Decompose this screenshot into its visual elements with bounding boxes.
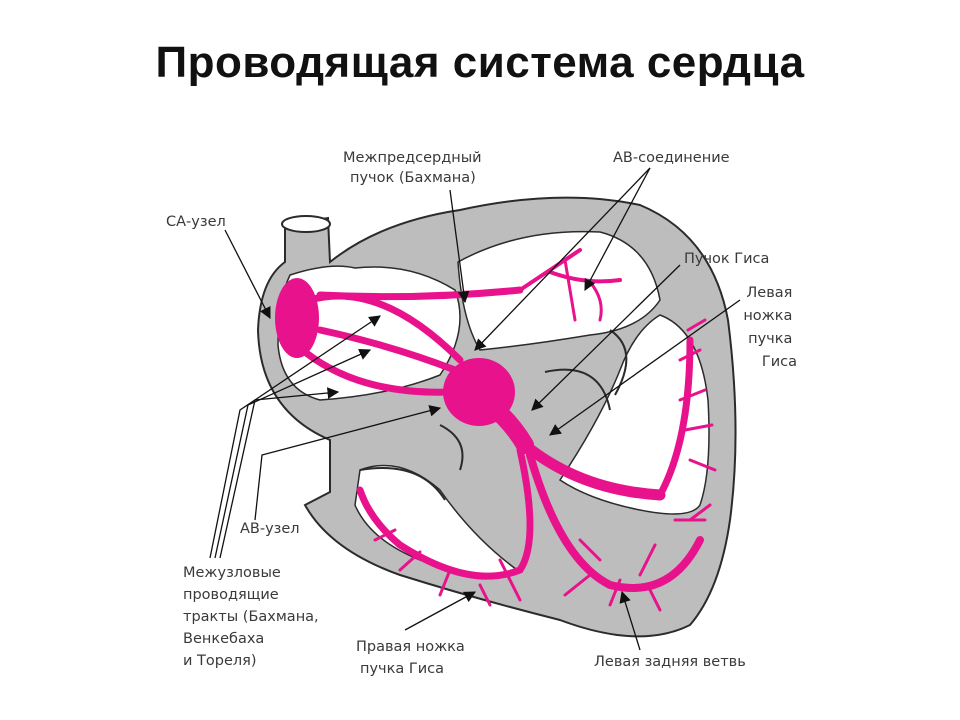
purkinje-fiber bbox=[678, 318, 707, 362]
right-bundle-branch bbox=[356, 446, 534, 580]
left-anterior-fascicle bbox=[656, 336, 694, 499]
label-line: пучка bbox=[748, 331, 792, 347]
label-line: Гиса bbox=[762, 354, 797, 370]
label-line: АВ-соединение bbox=[613, 150, 730, 166]
valve-leaflet bbox=[609, 329, 628, 396]
valve-leaflet bbox=[544, 368, 611, 411]
label-left-posterior-fascicle: Левая задняя ветвь bbox=[594, 654, 746, 670]
label-line: Межпредсердный bbox=[343, 150, 482, 166]
internodal-tract bbox=[316, 326, 459, 374]
label-line: Венкебаха bbox=[183, 631, 264, 647]
label-line: АВ-узел bbox=[240, 521, 300, 537]
label-line: и Тореля) bbox=[183, 653, 257, 669]
label-line: пучок (Бахмана) bbox=[350, 170, 476, 186]
label-interatrial-bundle: Межпредсердный пучок (Бахмана) bbox=[343, 150, 486, 186]
vena-cava-opening bbox=[281, 215, 331, 233]
leader-lines bbox=[209, 167, 741, 651]
label-internodal-tracts: Межузловые проводящие тракты (Бахмана, В… bbox=[183, 565, 323, 669]
av-node bbox=[443, 358, 515, 426]
labels: Межпредсердный пучок (Бахмана) АВ-соедин… bbox=[166, 150, 797, 677]
bachmann-branch bbox=[563, 258, 577, 322]
purkinje-fiber bbox=[673, 388, 717, 522]
label-av-junction: АВ-соединение bbox=[613, 150, 730, 166]
label-his-bundle: Пучок Гиса bbox=[684, 251, 769, 267]
label-line: СА-узел bbox=[166, 214, 226, 230]
label-line: Левая bbox=[746, 285, 792, 301]
slide-title: Проводящая система сердца bbox=[155, 38, 805, 87]
label-line: Межузловые bbox=[183, 565, 281, 581]
left-posterior-fascicle bbox=[526, 451, 704, 592]
valve-leaflet bbox=[359, 467, 446, 501]
left-bundle-branch bbox=[519, 439, 666, 501]
label-line: Правая ножка bbox=[356, 639, 465, 655]
label-line: Левая задняя ветвь bbox=[594, 654, 746, 670]
label-av-node: АВ-узел bbox=[240, 521, 300, 537]
label-line: ножка bbox=[743, 308, 792, 324]
bachmann-bundle bbox=[316, 286, 524, 301]
internodal-tract bbox=[301, 348, 454, 396]
label-line: Пучок Гиса bbox=[684, 251, 769, 267]
label-sa-node: СА-узел bbox=[166, 214, 226, 230]
label-right-bundle-branch: Правая ножка пучка Гиса bbox=[356, 639, 469, 677]
label-left-bundle-branch: Левая ножка пучка Гиса bbox=[743, 285, 797, 370]
label-line: проводящие bbox=[183, 587, 279, 603]
purkinje-fiber bbox=[373, 528, 522, 607]
valve-leaflet bbox=[439, 424, 464, 471]
conduction-system bbox=[301, 248, 717, 612]
purkinje-fiber bbox=[563, 538, 662, 612]
label-line: тракты (Бахмана, bbox=[183, 609, 319, 625]
label-line: пучка Гиса bbox=[360, 661, 444, 677]
sa-node bbox=[275, 278, 319, 358]
